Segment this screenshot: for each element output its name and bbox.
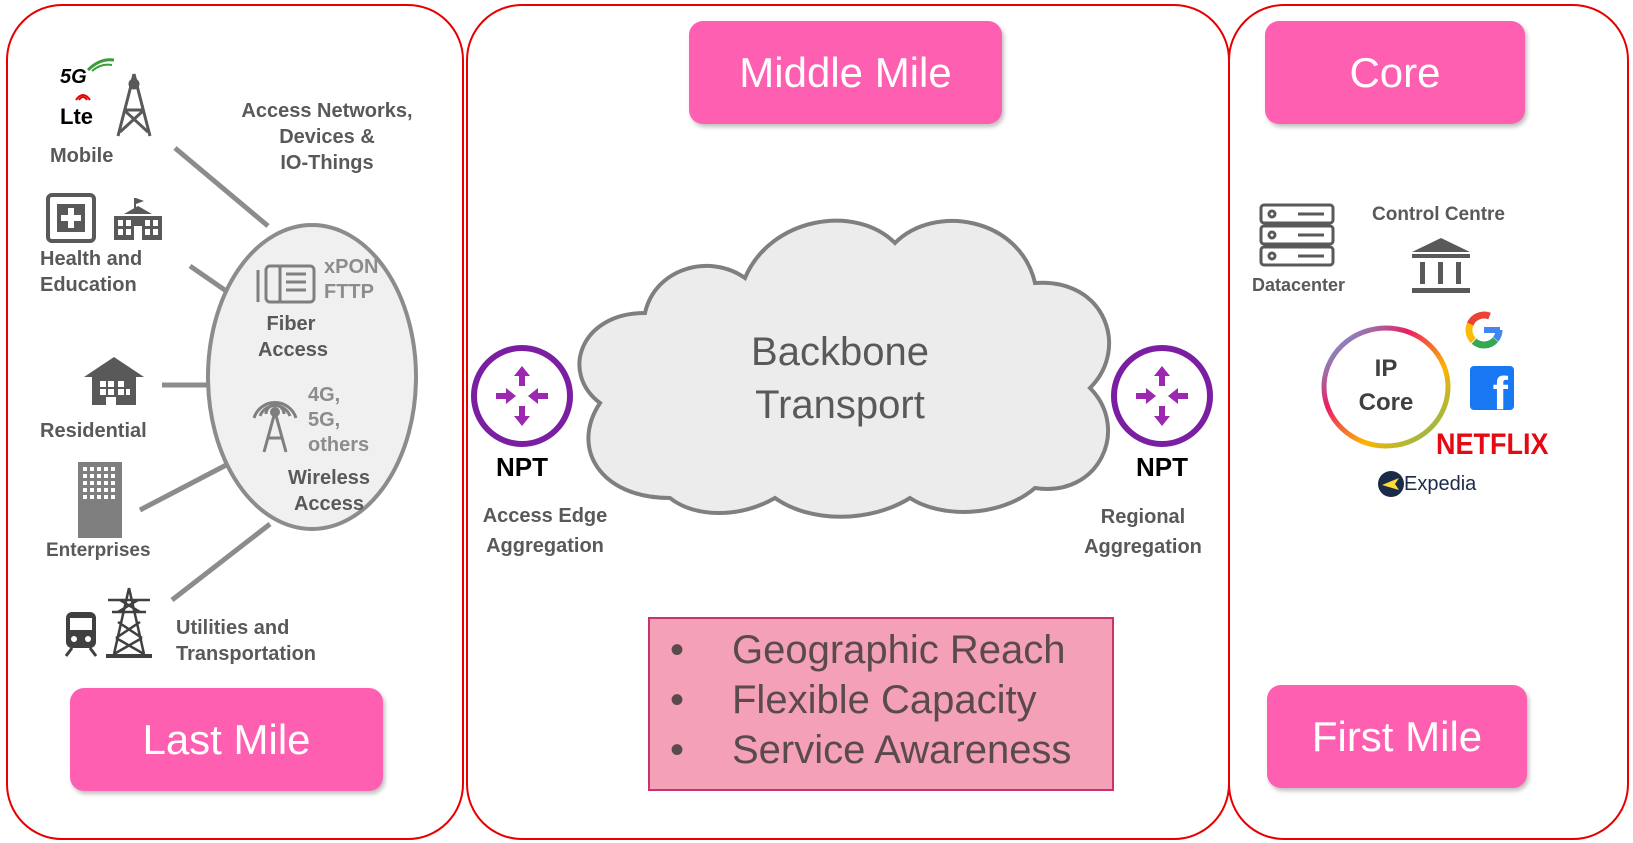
fiber-tech-2: FTTP [324, 281, 374, 303]
bullet-item: •Geographic Reach [670, 628, 1066, 672]
5g-icon: 5G [60, 66, 87, 88]
backbone-cloud [577, 218, 1112, 519]
value-bullets-box: •Geographic Reach •Flexible Capacity •Se… [648, 617, 1114, 791]
ip-core-label-2: Core [1358, 389, 1414, 416]
access-header-line-3: IO-Things [280, 152, 374, 174]
enterprises-label: Enterprises [46, 540, 151, 561]
first-mile-tag: First Mile [1267, 685, 1527, 788]
npt-left-label-1: Access Edge [482, 505, 608, 527]
fiber-ont-icon [256, 264, 316, 304]
health-label-2: Education [40, 274, 137, 296]
fiber-tech-1: xPON [324, 256, 379, 278]
fiber-label-2: Access [257, 339, 329, 361]
server-rack-icon [1259, 203, 1335, 267]
cell-tower-icon [116, 73, 152, 137]
datacenter-label: Datacenter [1252, 275, 1346, 295]
google-logo [1465, 311, 1503, 349]
utilities-label-2: Transportation [176, 643, 317, 665]
mobile-label: Mobile [50, 145, 114, 167]
npt-router-icon-right [1111, 345, 1213, 447]
cloud-label-1: Backbone [751, 330, 929, 374]
fiber-label-1: Fiber [266, 313, 316, 335]
control-centre-label: Control Centre [1372, 204, 1505, 225]
ip-core-label-1: IP [1374, 355, 1398, 382]
health-label-1: Health and [40, 248, 143, 270]
wireless-tech-3: others [308, 434, 370, 456]
npt-right-name: NPT [1136, 452, 1188, 482]
lte-icon: Lte [60, 104, 93, 129]
npt-left-name: NPT [496, 452, 548, 482]
wireless-tech-2: 5G, [308, 409, 341, 431]
bullet-item: •Flexible Capacity [670, 678, 1037, 722]
control-centre-icon [1412, 238, 1470, 293]
access-header-line-2: Devices & [279, 126, 375, 148]
npt-left-label-2: Aggregation [486, 535, 604, 557]
train-icon [64, 612, 98, 657]
access-ellipse [206, 223, 418, 531]
netflix-logo: NETFLIX [1436, 428, 1549, 461]
ip-core-ring [1321, 325, 1451, 449]
utilities-label-1: Utilities and [176, 617, 290, 639]
facebook-logo: f [1470, 366, 1514, 410]
wireless-label-1: Wireless [287, 467, 371, 489]
cloud-label-2: Transport [755, 383, 925, 427]
office-building-icon [78, 462, 122, 538]
bullet-item: •Service Awareness [670, 728, 1072, 772]
expedia-logo: Expedia [1404, 473, 1477, 495]
access-header-line-1: Access Networks, [241, 100, 413, 122]
core-tag: Core [1265, 21, 1525, 124]
wireless-label-2: Access [293, 493, 365, 515]
npt-right-label-2: Aggregation [1084, 536, 1202, 558]
wireless-tech-1: 4G, [308, 384, 341, 406]
wireless-antenna-icon [252, 401, 298, 453]
5g-signal-icon [86, 58, 115, 72]
npt-router-icon [471, 345, 573, 447]
school-icon [114, 198, 162, 240]
middle-mile-tag: Middle Mile [689, 21, 1002, 124]
expedia-icon [1378, 471, 1404, 497]
last-mile-tag: Last Mile [70, 688, 383, 791]
power-pylon-icon [106, 587, 152, 658]
hospital-icon [46, 193, 96, 243]
lte-signal-icon [75, 94, 91, 101]
connector-lines [138, 146, 272, 602]
npt-right-label-1: Regional [1100, 506, 1186, 528]
house-icon [84, 357, 144, 405]
residential-label: Residential [40, 420, 147, 442]
